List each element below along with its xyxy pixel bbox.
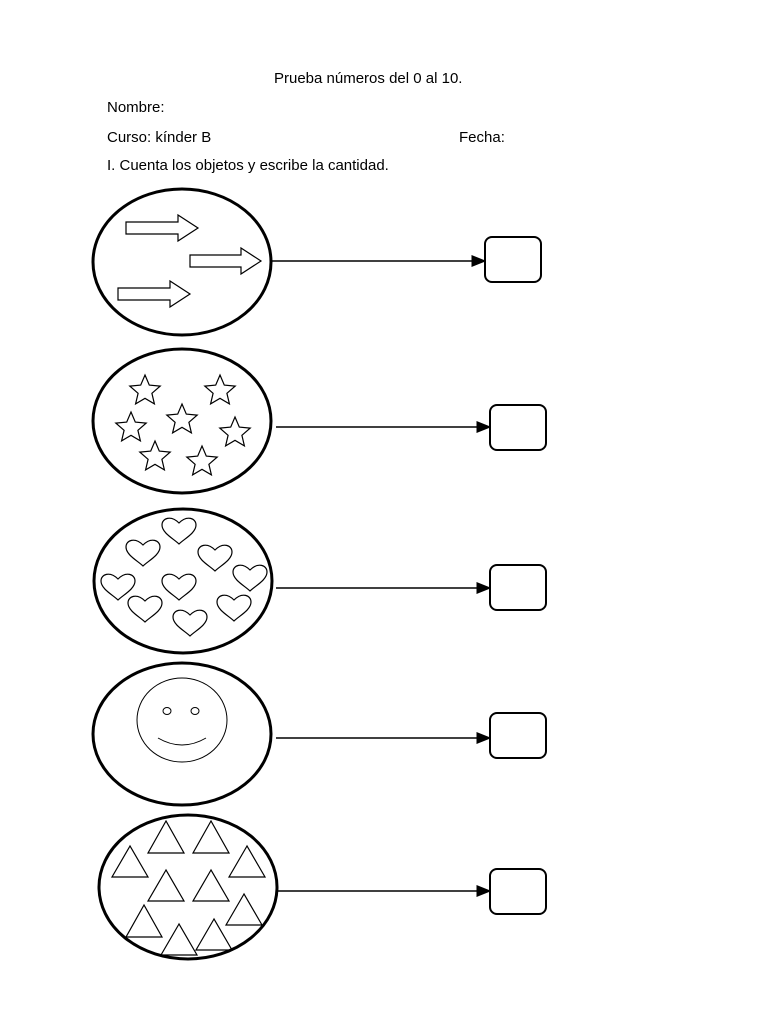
star-shape [203, 373, 237, 406]
smiley-eye [162, 707, 172, 715]
triangle-shape [194, 917, 234, 951]
arrow-shape [189, 246, 263, 276]
worksheet-title: Prueba números del 0 al 10. [274, 70, 463, 87]
answer-box[interactable] [489, 564, 547, 611]
star-shape [185, 444, 219, 477]
group-circle [91, 347, 273, 495]
heart-shape [216, 594, 252, 622]
triangle-shape [124, 903, 164, 938]
triangle-shape [227, 844, 267, 878]
star-shape [138, 439, 172, 472]
group-circle [91, 661, 273, 807]
date-label: Fecha: [459, 129, 505, 146]
triangle-shape [110, 844, 150, 878]
answer-box[interactable] [489, 404, 547, 451]
answer-box[interactable] [489, 712, 547, 759]
group-circle [97, 813, 279, 961]
heart-shape [100, 573, 136, 601]
exercise-hearts [92, 507, 547, 655]
group-circle [92, 507, 274, 655]
group-circle [91, 187, 273, 337]
heart-shape [197, 544, 233, 572]
heart-shape [125, 539, 161, 567]
heart-shape [127, 595, 163, 623]
triangle-shape [146, 868, 186, 902]
triangle-shape [191, 819, 231, 854]
arrow-shape [125, 213, 200, 243]
star-shape [114, 410, 148, 443]
exercise-triangles [97, 813, 547, 961]
exercise-stars [91, 347, 547, 495]
smiley-eye [190, 707, 200, 715]
triangle-shape [159, 922, 199, 956]
instruction-text: I. Cuenta los objetos y escribe la canti… [107, 157, 389, 174]
star-shape [128, 373, 162, 406]
name-label: Nombre: [107, 99, 165, 116]
course-label: Curso: kínder B [107, 129, 212, 146]
triangle-shape [191, 868, 231, 902]
triangle-shape [224, 892, 264, 926]
star-shape [165, 402, 199, 435]
smiley-mouth [157, 737, 207, 746]
exercise-smiley [91, 661, 547, 807]
triangle-shape [146, 819, 186, 854]
answer-box[interactable] [484, 236, 542, 283]
exercise-arrows [91, 187, 542, 337]
heart-shape [161, 517, 197, 545]
heart-shape [232, 564, 268, 592]
heart-shape [172, 609, 208, 637]
star-shape [218, 415, 252, 448]
arrow-shape [117, 279, 192, 309]
heart-shape [161, 573, 197, 601]
smiley-face-icon [136, 677, 228, 763]
answer-box[interactable] [489, 868, 547, 915]
